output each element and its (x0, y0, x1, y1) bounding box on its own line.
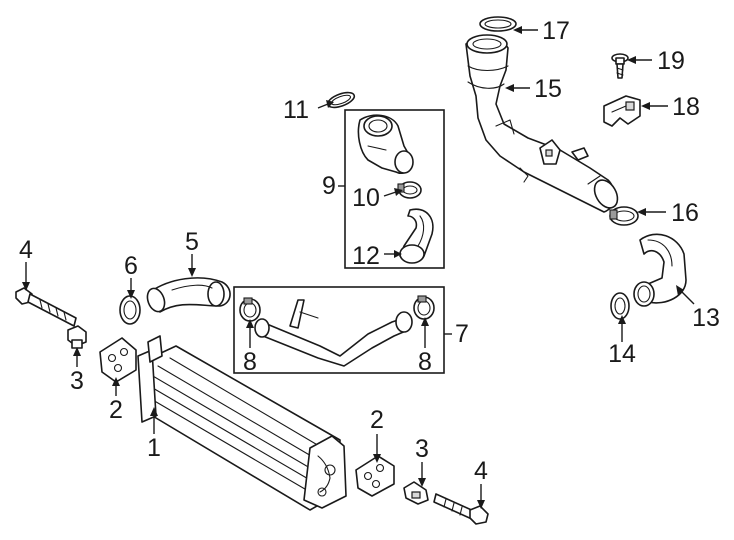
group-box-9 (344, 109, 445, 269)
callout-8-right: 8 (418, 348, 432, 376)
callout-3-right: 3 (415, 435, 429, 463)
callout-10: 10 (352, 184, 380, 212)
clamp-left-8 (239, 297, 261, 322)
callout-labels: 1 2 2 3 3 4 4 5 6 7 8 8 9 10 11 12 13 14… (19, 17, 720, 485)
callout-5: 5 (185, 228, 199, 256)
callout-6: 6 (124, 252, 138, 280)
callout-17: 17 (542, 17, 570, 45)
clamp-16 (609, 206, 639, 226)
hose-5 (146, 277, 231, 313)
leader-lines (22, 26, 695, 509)
callout-1: 1 (147, 434, 161, 462)
callout-11: 11 (283, 96, 309, 124)
callout-9: 9 (322, 172, 336, 200)
callout-4-left: 4 (19, 236, 33, 264)
callout-7: 7 (455, 320, 469, 348)
group-box-7 (233, 286, 445, 374)
callout-16: 16 (671, 199, 699, 227)
callout-3-left: 3 (70, 367, 84, 395)
callout-18: 18 (672, 93, 700, 121)
bolt-left (15, 287, 77, 327)
hose-12 (399, 208, 434, 264)
callout-12: 12 (352, 242, 380, 270)
o-ring-17 (479, 16, 517, 32)
callout-14: 14 (608, 340, 636, 368)
pipe-7 (254, 299, 413, 367)
callout-2-right: 2 (370, 406, 384, 434)
fitting-9 (357, 114, 414, 175)
bolt-right (433, 493, 489, 525)
callout-13: 13 (692, 304, 720, 332)
o-ring-11 (326, 91, 356, 109)
intercooler (137, 335, 347, 511)
bracket-right (355, 455, 395, 497)
o-ring-14 (610, 292, 630, 320)
hose-13 (633, 233, 687, 307)
o-ring-6 (119, 295, 141, 325)
nut-left (67, 325, 87, 349)
callout-19: 19 (657, 47, 685, 75)
callout-15: 15 (534, 75, 562, 103)
nut-right (403, 481, 429, 505)
callout-2-left: 2 (109, 396, 123, 424)
bracket-18 (603, 95, 641, 127)
clamp-10 (397, 181, 422, 199)
clamp-right-8 (413, 295, 435, 320)
callout-4-right: 4 (474, 457, 488, 485)
bracket-left (99, 337, 137, 383)
callout-8-left: 8 (243, 348, 257, 376)
air-duct-15 (465, 34, 619, 213)
screw-19 (611, 53, 629, 79)
